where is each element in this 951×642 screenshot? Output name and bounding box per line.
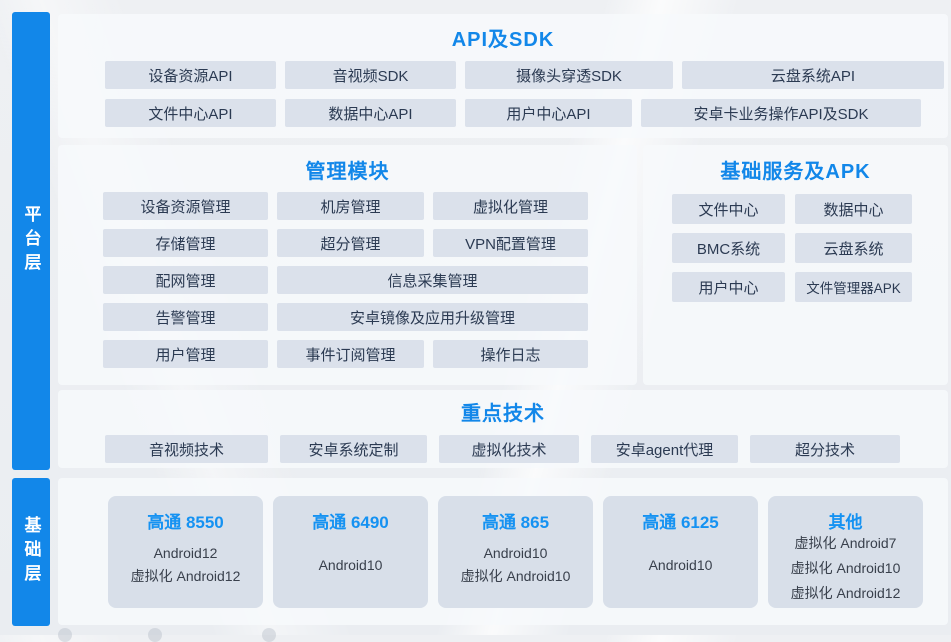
management-module-item: 信息采集管理 — [277, 266, 588, 294]
key-tech-item: 音视频技术 — [105, 435, 268, 463]
base-layer-label: 基础层 — [21, 516, 41, 588]
decor-circle — [262, 628, 276, 642]
base-layer-bar: 基础层 — [12, 478, 50, 626]
api-sdk-item: 文件中心API — [105, 99, 276, 127]
api-sdk-row1: 设备资源API 音视频SDK 摄像头穿透SDK 云盘系统API — [105, 61, 948, 89]
decor-circle — [148, 628, 162, 642]
soc-card-line: 虚拟化 Android7 — [794, 534, 897, 551]
api-sdk-item: 摄像头穿透SDK — [465, 61, 673, 89]
key-tech-item: 安卓系统定制 — [280, 435, 427, 463]
management-module-item: 机房管理 — [277, 192, 424, 220]
base-service-item: 用户中心 — [672, 272, 785, 302]
api-sdk-item: 安卓卡业务操作API及SDK — [641, 99, 921, 127]
soc-card: 高通 6125 Android10 — [603, 495, 758, 608]
api-sdk-item: 数据中心API — [285, 99, 456, 127]
management-module-item: VPN配置管理 — [433, 229, 588, 257]
key-tech-row: 音视频技术安卓系统定制虚拟化技术安卓agent代理超分技术 — [105, 435, 948, 463]
base-service-item: BMC系统 — [672, 233, 785, 263]
base-services-grid: 文件中心数据中心 BMC系统云盘系统用户中心文件管理器APK — [672, 194, 948, 302]
management-module-item: 超分管理 — [277, 229, 424, 257]
base-service-item: 云盘系统 — [795, 233, 912, 263]
key-tech-item: 安卓agent代理 — [591, 435, 738, 463]
soc-card-title: 高通 6125 — [642, 512, 719, 532]
platform-layer-label: 平台层 — [21, 205, 41, 277]
management-module-item: 操作日志 — [433, 340, 588, 368]
soc-card-lines: 虚拟化 Android7 虚拟化 Android10 虚拟化 Android12 — [774, 533, 917, 603]
soc-card: 高通 8550 Android12 虚拟化 Android12 — [108, 495, 263, 608]
management-module-item: 安卓镜像及应用升级管理 — [277, 303, 588, 331]
management-module-item: 事件订阅管理 — [277, 340, 424, 368]
key-tech-title: 重点技术 — [461, 403, 545, 425]
soc-card-line: 虚拟化 Android10 — [460, 567, 571, 584]
soc-card-lines: Android12 虚拟化 Android12 — [114, 533, 257, 598]
soc-card-line: Android10 — [318, 557, 383, 573]
api-sdk-item: 音视频SDK — [285, 61, 456, 89]
management-modules-grid: 设备资源管理机房管理虚拟化管理存储管理超分管理 VPN配置管理配网管理信息采集管理… — [103, 192, 637, 368]
base-service-item: 文件管理器APK — [795, 272, 912, 302]
management-module-item: 存储管理 — [103, 229, 268, 257]
soc-card-line: Android10 — [648, 557, 713, 573]
soc-card-lines: Android10 虚拟化 Android10 — [444, 533, 587, 598]
soc-card: 其他 虚拟化 Android7 虚拟化 Android10 虚拟化 Android1… — [768, 495, 923, 608]
management-module-item: 设备资源管理 — [103, 192, 268, 220]
management-module-item: 用户管理 — [103, 340, 268, 368]
soc-card: 高通 865 Android10 虚拟化 Android10 — [438, 495, 593, 608]
soc-cards-panel: 高通 8550 Android12 虚拟化 Android12 高通 6490 A… — [58, 478, 948, 625]
soc-card-line: Android10 — [483, 544, 548, 561]
soc-card: 高通 6490 Android10 — [273, 495, 428, 608]
platform-layer-bar: 平台层 — [12, 12, 50, 470]
api-sdk-panel: API及SDK 设备资源API 音视频SDK 摄像头穿透SDK 云盘系统API 文件中… — [58, 14, 948, 138]
base-service-item: 数据中心 — [795, 194, 912, 224]
key-tech-item: 虚拟化技术 — [439, 435, 579, 463]
api-sdk-row2: 文件中心API 数据中心API 用户中心API 安卓卡业务操作API及SDK — [105, 99, 948, 127]
api-sdk-title: API及SDK — [451, 29, 555, 51]
base-service-item: 文件中心 — [672, 194, 785, 224]
api-sdk-item: 云盘系统API — [682, 61, 944, 89]
key-tech-item: 超分技术 — [750, 435, 900, 463]
soc-card-title: 高通 8550 — [147, 512, 224, 532]
management-modules-panel: 管理模块 设备资源管理机房管理虚拟化管理存储管理超分管理 VPN配置管理配网管理信… — [58, 145, 637, 385]
management-modules-title: 管理模块 — [305, 161, 390, 183]
soc-card-title: 高通 6490 — [312, 512, 389, 532]
base-services-panel: 基础服务及APK 文件中心数据中心 BMC系统云盘系统用户中心文件管理器APK — [643, 145, 948, 385]
key-tech-panel: 重点技术 音视频技术安卓系统定制虚拟化技术安卓agent代理超分技术 — [58, 390, 948, 468]
soc-card-title: 其他 — [828, 512, 863, 532]
soc-card-lines: Android10 — [279, 533, 422, 598]
management-module-item: 虚拟化管理 — [433, 192, 588, 220]
soc-card-line: 虚拟化 Android12 — [130, 567, 241, 584]
decor-circle — [58, 628, 72, 642]
management-module-item: 配网管理 — [103, 266, 268, 294]
management-module-item: 告警管理 — [103, 303, 268, 331]
soc-card-line: Android12 — [153, 544, 218, 561]
soc-card-lines: Android10 — [609, 533, 752, 598]
soc-card-line: 虚拟化 Android10 — [790, 559, 901, 576]
soc-card-title: 高通 865 — [481, 512, 550, 532]
api-sdk-item: 用户中心API — [465, 99, 632, 127]
soc-card-line: 虚拟化 Android12 — [790, 584, 901, 601]
api-sdk-item: 设备资源API — [105, 61, 276, 89]
base-services-title: 基础服务及APK — [720, 161, 871, 183]
